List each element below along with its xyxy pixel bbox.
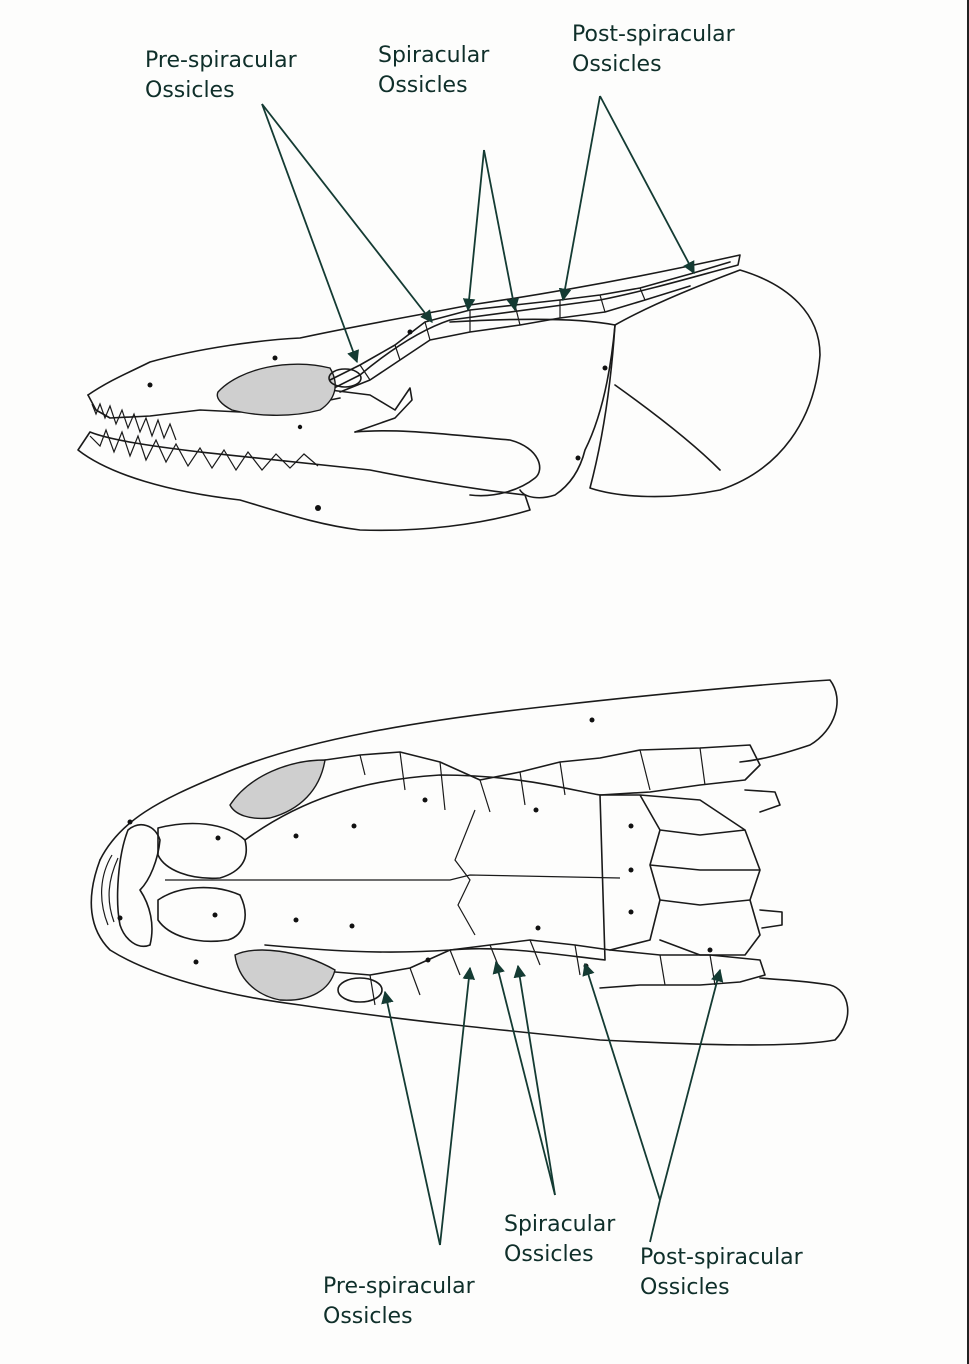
dorsal-pore: [128, 820, 133, 825]
leader-lateral-spi-1: [468, 150, 484, 310]
lateral-pore: [315, 505, 321, 511]
label-line: Spiracular: [504, 1210, 615, 1240]
label-line: Post-spiracular: [572, 20, 735, 50]
label-line: Pre-spiracular: [145, 46, 297, 76]
dorsal-posterior-tabs: [745, 790, 782, 928]
dorsal-upper-ossicle-dividers: [360, 748, 705, 812]
lateral-lower-teeth: [90, 430, 318, 470]
lateral-ossicle-dividers: [360, 288, 645, 380]
label-line: Ossicles: [572, 50, 735, 80]
dorsal-pore: [708, 948, 713, 953]
dorsal-nasal-plate-upper: [158, 824, 246, 879]
leader-dorsal-spi-1: [496, 962, 555, 1195]
dorsal-pore: [216, 836, 221, 841]
dorsal-pore: [194, 960, 199, 965]
dorsal-pore: [423, 798, 428, 803]
leader-lateral-pre-2: [262, 104, 432, 322]
leader-dorsal-post-stem: [650, 1200, 660, 1242]
dorsal-lower-orbit: [235, 950, 335, 1000]
dorsal-upper-orbit: [230, 760, 325, 818]
dorsal-skull-drawing: [91, 680, 847, 1045]
lateral-orbit: [217, 364, 335, 415]
label-line: Ossicles: [323, 1302, 475, 1332]
dorsal-lower-ossicle-chain: [335, 940, 765, 988]
lateral-ossicle-chain: [330, 262, 730, 380]
leader-dorsal-pre-1: [385, 992, 440, 1245]
lateral-shoulder-line: [615, 385, 720, 470]
lateral-pore: [273, 356, 278, 361]
dorsal-pore: [629, 910, 634, 915]
label-line: Ossicles: [378, 71, 489, 101]
leader-lateral-post-2: [600, 96, 694, 273]
label-line: Ossicles: [504, 1240, 615, 1270]
dorsal-pore: [294, 834, 299, 839]
lateral-pore: [603, 366, 608, 371]
dorsal-outline: [100, 680, 837, 860]
lateral-shoulder-plate: [590, 270, 820, 497]
dorsal-pore: [629, 868, 634, 873]
label-line: Ossicles: [640, 1273, 803, 1303]
lateral-pore: [298, 425, 302, 429]
dorsal-pore: [213, 913, 218, 918]
leader-dorsal-pre-2: [440, 968, 470, 1245]
leader-dorsal-post-1: [585, 964, 660, 1200]
dorsal-lower-ossicle-dividers: [370, 940, 715, 1005]
label-dorsal-pre-spiracular: Pre-spiracular Ossicles: [323, 1272, 475, 1332]
dorsal-pore: [629, 824, 634, 829]
lateral-pore: [148, 383, 153, 388]
dorsal-pore: [352, 824, 357, 829]
lateral-operculum: [450, 319, 615, 497]
label-line: Pre-spiracular: [323, 1272, 475, 1302]
label-line: Ossicles: [145, 76, 297, 106]
label-dorsal-post-spiracular: Post-spiracular Ossicles: [640, 1243, 803, 1303]
label-line: Post-spiracular: [640, 1243, 803, 1273]
dorsal-posterior-plates: [600, 795, 760, 955]
leader-lateral-spi-2: [484, 150, 515, 310]
lateral-lower-jaw: [78, 432, 530, 530]
dorsal-upper-ossicle-chain: [325, 745, 760, 795]
leader-dorsal-spi-2: [518, 966, 555, 1195]
dorsal-nasal-plate-lower: [158, 888, 245, 942]
label-lateral-post-spiracular: Post-spiracular Ossicles: [572, 20, 735, 80]
leader-lateral-pre-1: [262, 104, 357, 362]
lateral-ossicle-chain-lower: [340, 286, 690, 392]
leader-dorsal-post-2: [660, 970, 720, 1200]
label-dorsal-spiracular: Spiracular Ossicles: [504, 1210, 615, 1270]
lateral-skull-drawing: [78, 255, 820, 530]
label-lateral-pre-spiracular: Pre-spiracular Ossicles: [145, 46, 297, 106]
lateral-pore: [576, 456, 581, 461]
dorsal-pore: [590, 718, 595, 723]
lateral-pore: [408, 330, 413, 335]
label-line: Spiracular: [378, 41, 489, 71]
label-lateral-spiracular: Spiracular Ossicles: [378, 41, 489, 101]
dorsal-pore: [118, 916, 123, 921]
leader-lateral-post-1: [563, 96, 600, 300]
lateral-cheek: [355, 431, 540, 496]
dorsal-pore: [294, 918, 299, 923]
dorsal-midline: [165, 875, 620, 880]
dorsal-pore: [536, 926, 541, 931]
dorsal-pore: [426, 958, 431, 963]
dorsal-prespiracular-ossicle: [338, 978, 382, 1002]
dorsal-pore: [350, 924, 355, 929]
dorsal-roof-suture: [455, 810, 475, 935]
dorsal-pore: [534, 808, 539, 813]
dorsal-snout-arc: [102, 855, 118, 925]
dorsal-rostral: [118, 825, 160, 947]
leader-lines: [262, 96, 720, 1245]
